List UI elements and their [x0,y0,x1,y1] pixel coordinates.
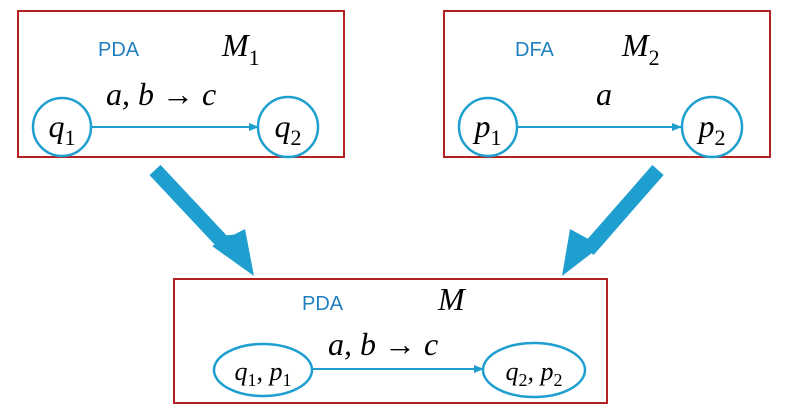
machine-m-transition-label: a, b → c [328,326,438,362]
machine-m1-name: M1 [221,27,260,70]
state-p2-circle [680,95,744,159]
machine-m-name: M [437,281,467,317]
state-q2: q2 [256,95,320,159]
thick-arrow-down-right-icon [149,164,254,276]
machine-m2-type-label: DFA [515,39,555,61]
state-q2-label: q2 [275,108,302,150]
machine-m2-name: M2 [621,27,660,70]
machine-m: PDA M a, b → c q1, p1 q2, p2 [173,278,608,404]
machine-m-type-label: PDA [302,293,344,315]
state-q1-label: q1 [49,108,76,150]
state-p1-circle [457,96,519,158]
machine-m1: PDA M1 a, b → c q1 q2 [17,10,345,159]
state-p2: p2 [680,95,744,159]
state-q2-p2-label: q2, p2 [506,357,563,390]
state-q2-p2: q2, p2 [481,341,587,399]
state-q1-p1-label: q1, p1 [235,357,292,390]
state-q1: q1 [31,96,93,158]
machine-m2-transition-label: a [596,76,612,112]
machine-m1-transition-label: a, b → c [106,76,216,112]
state-q2-circle [256,95,320,159]
state-q1-circle [31,96,93,158]
state-p2-label: p2 [697,108,726,150]
state-q1-p1-ellipse [212,342,314,398]
state-p1: p1 [457,96,519,158]
state-q2-p2-ellipse [481,341,587,399]
machine-m2: DFA M2 a p1 p2 [443,10,771,159]
state-p1-label: p1 [473,108,502,150]
machine-m1-type-label: PDA [98,39,140,61]
thick-arrow-down-left-icon [562,165,664,276]
state-q1-p1: q1, p1 [212,342,314,398]
